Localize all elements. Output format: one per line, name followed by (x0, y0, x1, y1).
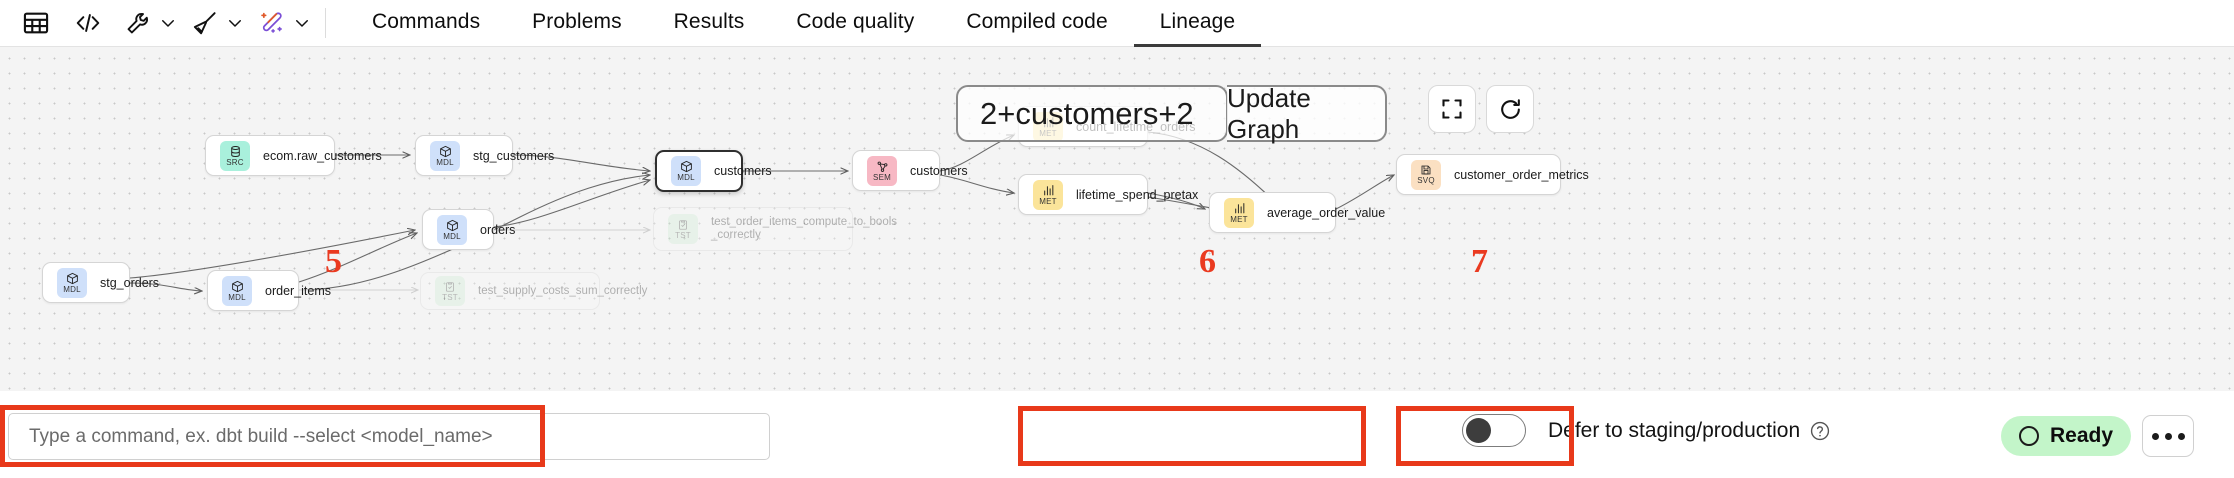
mdl-badge-icon: MDL (57, 267, 87, 298)
node-label: average_order_value (1267, 205, 1386, 220)
lineage-node-lifetime-spend-pretax[interactable]: MET lifetime_spend_pretax (1018, 174, 1198, 215)
svq-badge-icon: SVQ (1411, 159, 1441, 190)
met-badge-label: MET (1039, 196, 1057, 206)
defer-control: Defer to staging/production (1462, 414, 1831, 447)
lineage-node-stg-orders[interactable]: MDL stg_orders (42, 262, 159, 303)
status-badge[interactable]: Ready (2001, 416, 2132, 456)
node-label: customers (714, 164, 772, 178)
tab-results[interactable]: Results (673, 9, 745, 33)
tst-badge-icon: TST (435, 276, 465, 306)
graph-selector-value: 2+customers+2 (980, 95, 1194, 131)
lineage-node-test-supply-costs[interactable]: TST test_supply_costs_sum_correctly (420, 272, 647, 310)
node-label: orders (480, 222, 516, 237)
panel-tabs: Commands Problems Results Code quality C… (346, 0, 1262, 47)
node-label: stg_orders (100, 275, 160, 290)
tst-badge-label: TST (675, 230, 691, 240)
toolbar-icon-group (0, 0, 340, 47)
defer-label: Defer to staging/production (1548, 418, 1801, 442)
lineage-node-customers-model[interactable]: MDL customers (655, 150, 772, 192)
mdl-badge-label: MDL (228, 292, 246, 302)
src-badge-icon: SRC (220, 140, 250, 171)
mdl-badge-icon: MDL (222, 275, 252, 306)
mdl-badge-label: MDL (443, 231, 461, 241)
status-area: Ready (2001, 415, 2195, 457)
tst-badge-label: TST (442, 292, 458, 302)
met-badge-label: MET (1230, 214, 1248, 224)
sem-badge-icon: SEM (867, 155, 897, 186)
mdl-badge-label: MDL (677, 173, 695, 182)
editor-toolbar: Commands Problems Results Code quality C… (0, 0, 2234, 47)
ai-assist-chevron-down-icon[interactable] (289, 0, 315, 46)
format-chevron-down-icon[interactable] (222, 0, 248, 46)
lineage-node-customer-order-metrics[interactable]: SVQ customer_order_metrics (1396, 154, 1589, 195)
mdl-badge-label: MDL (63, 284, 81, 294)
ai-assist-magic-wand-icon[interactable] (248, 0, 289, 46)
node-label: customer_order_metrics (1454, 167, 1589, 182)
tab-compiled-code[interactable]: Compiled code (966, 9, 1108, 33)
tab-problems[interactable]: Problems (532, 9, 622, 33)
annotation-number-6: 6 (1199, 243, 1216, 280)
lineage-node-orders[interactable]: MDL orders (422, 209, 515, 250)
command-input[interactable]: Type a command, ex. dbt build --select <… (8, 413, 770, 460)
annotation-number-5: 5 (325, 243, 342, 280)
graph-selector-input[interactable]: 2+customers+2 (956, 85, 1228, 142)
node-label: order_items (265, 283, 331, 298)
table-view-icon[interactable] (10, 0, 62, 46)
lineage-node-test-order-items-compute[interactable]: TST test_order_items_compute_to_bools _c… (653, 207, 897, 251)
dot-icon (2151, 432, 2159, 440)
mdl-badge-icon: MDL (671, 156, 701, 186)
node-label: stg_customers (473, 148, 555, 163)
lineage-node-average-order-value[interactable]: MET average_order_value (1209, 192, 1385, 233)
defer-toggle-knob (1466, 418, 1491, 443)
build-tools-chevron-down-icon[interactable] (155, 0, 181, 46)
svq-badge-label: SVQ (1417, 176, 1435, 185)
refresh-icon[interactable] (1486, 85, 1534, 133)
dot-icon (2164, 432, 2172, 440)
met-badge-icon: MET (1033, 179, 1063, 210)
tab-code-quality[interactable]: Code quality (796, 9, 915, 33)
status-circle-icon (2019, 426, 2039, 446)
node-label: test_supply_costs_sum_correctly (478, 285, 648, 297)
met-badge-icon: MET (1224, 197, 1254, 228)
lineage-node-stg-customers[interactable]: MDL stg_customers (415, 135, 554, 176)
node-label: ecom.raw_customers (263, 148, 382, 163)
tab-commands[interactable]: Commands (372, 9, 481, 33)
lineage-node-ecom-raw-customers[interactable]: SRC ecom.raw_customers (205, 135, 382, 176)
more-options-button[interactable] (2142, 415, 2195, 457)
dot-icon (2177, 432, 2185, 440)
help-circle-icon[interactable] (1809, 420, 1831, 442)
lineage-node-order-items[interactable]: MDL order_items (207, 270, 331, 311)
node-label: test_order_items_compute_to_bools _corre… (711, 216, 898, 241)
code-view-icon[interactable] (62, 0, 114, 46)
update-graph-button[interactable]: Update Graph (1227, 83, 1387, 144)
lineage-graph-canvas[interactable]: SRC ecom.raw_customers MDL stg_customers… (0, 47, 2234, 391)
src-badge-label: SRC (226, 157, 244, 167)
mdl-badge-icon: MDL (430, 140, 460, 171)
build-tools-icon[interactable] (114, 0, 155, 46)
toolbar-divider (325, 8, 326, 38)
command-input-placeholder: Type a command, ex. dbt build --select <… (29, 425, 493, 447)
node-label: customers (910, 163, 968, 178)
mdl-badge-label: MDL (436, 157, 454, 167)
tst-badge-icon: TST (668, 214, 698, 244)
sem-badge-label: SEM (873, 172, 891, 182)
mdl-badge-icon: MDL (437, 214, 467, 245)
format-broom-icon[interactable] (181, 0, 222, 46)
node-label: lifetime_spend_pretax (1076, 187, 1199, 202)
tab-lineage[interactable]: Lineage (1133, 0, 1262, 47)
lineage-node-customers-semantic[interactable]: SEM customers (852, 150, 968, 191)
defer-toggle[interactable] (1462, 414, 1526, 447)
fit-view-icon[interactable] (1428, 85, 1476, 133)
annotation-number-7: 7 (1471, 243, 1488, 280)
status-label: Ready (2050, 424, 2114, 447)
